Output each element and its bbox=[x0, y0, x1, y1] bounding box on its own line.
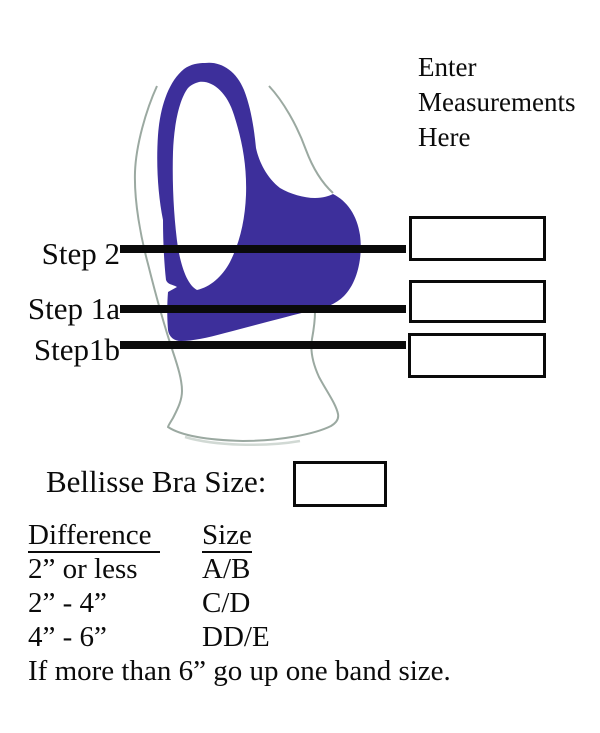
size-cell: A/B bbox=[202, 553, 251, 585]
torso-hem-shadow bbox=[184, 435, 301, 446]
size-chart-row: 4” - 6” DD/E bbox=[28, 620, 488, 654]
size-chart-row: 2” - 4” C/D bbox=[28, 586, 488, 620]
bra-size-label: Bellisse Bra Size: bbox=[46, 464, 267, 499]
size-header-cell: Size bbox=[202, 518, 252, 553]
size-chart: Difference Size 2” or less A/B 2” - 4” C… bbox=[28, 518, 488, 688]
band-size-note: If more than 6” go up one band size. bbox=[28, 655, 451, 687]
note-line-3: Here bbox=[418, 122, 471, 152]
step-1a-pointer-line bbox=[120, 305, 406, 313]
note-line-2: Measurements bbox=[418, 87, 576, 117]
difference-cell: 4” - 6” bbox=[28, 621, 107, 653]
step-2-label: Step 2 bbox=[41, 236, 120, 271]
step-1b-measurement-input[interactable] bbox=[408, 333, 546, 378]
step-2-pointer-line bbox=[120, 245, 406, 253]
step-1a-label: Step 1a bbox=[27, 291, 120, 326]
difference-header: Difference bbox=[28, 519, 161, 553]
difference-cell: 2” - 4” bbox=[28, 587, 107, 619]
difference-header-cell: Difference bbox=[28, 518, 202, 553]
size-chart-row: 2” or less A/B bbox=[28, 552, 488, 586]
step-2-measurement-input[interactable] bbox=[409, 216, 546, 261]
size-cell: C/D bbox=[202, 587, 251, 619]
bra-shape bbox=[157, 62, 361, 342]
step-1a-measurement-input[interactable] bbox=[409, 280, 546, 323]
size-header: Size bbox=[202, 519, 252, 553]
step-1b-label: Step1b bbox=[33, 332, 120, 367]
enter-measurements-note: Enter Measurements Here bbox=[418, 50, 598, 155]
note-line-1: Enter bbox=[418, 52, 477, 82]
size-cell: DD/E bbox=[202, 621, 270, 653]
difference-cell: 2” or less bbox=[28, 553, 138, 585]
size-chart-header-row: Difference Size bbox=[28, 518, 488, 553]
step-1b-pointer-line bbox=[120, 341, 406, 349]
torso-chest-line bbox=[268, 85, 334, 194]
bra-size-input[interactable] bbox=[293, 461, 387, 507]
